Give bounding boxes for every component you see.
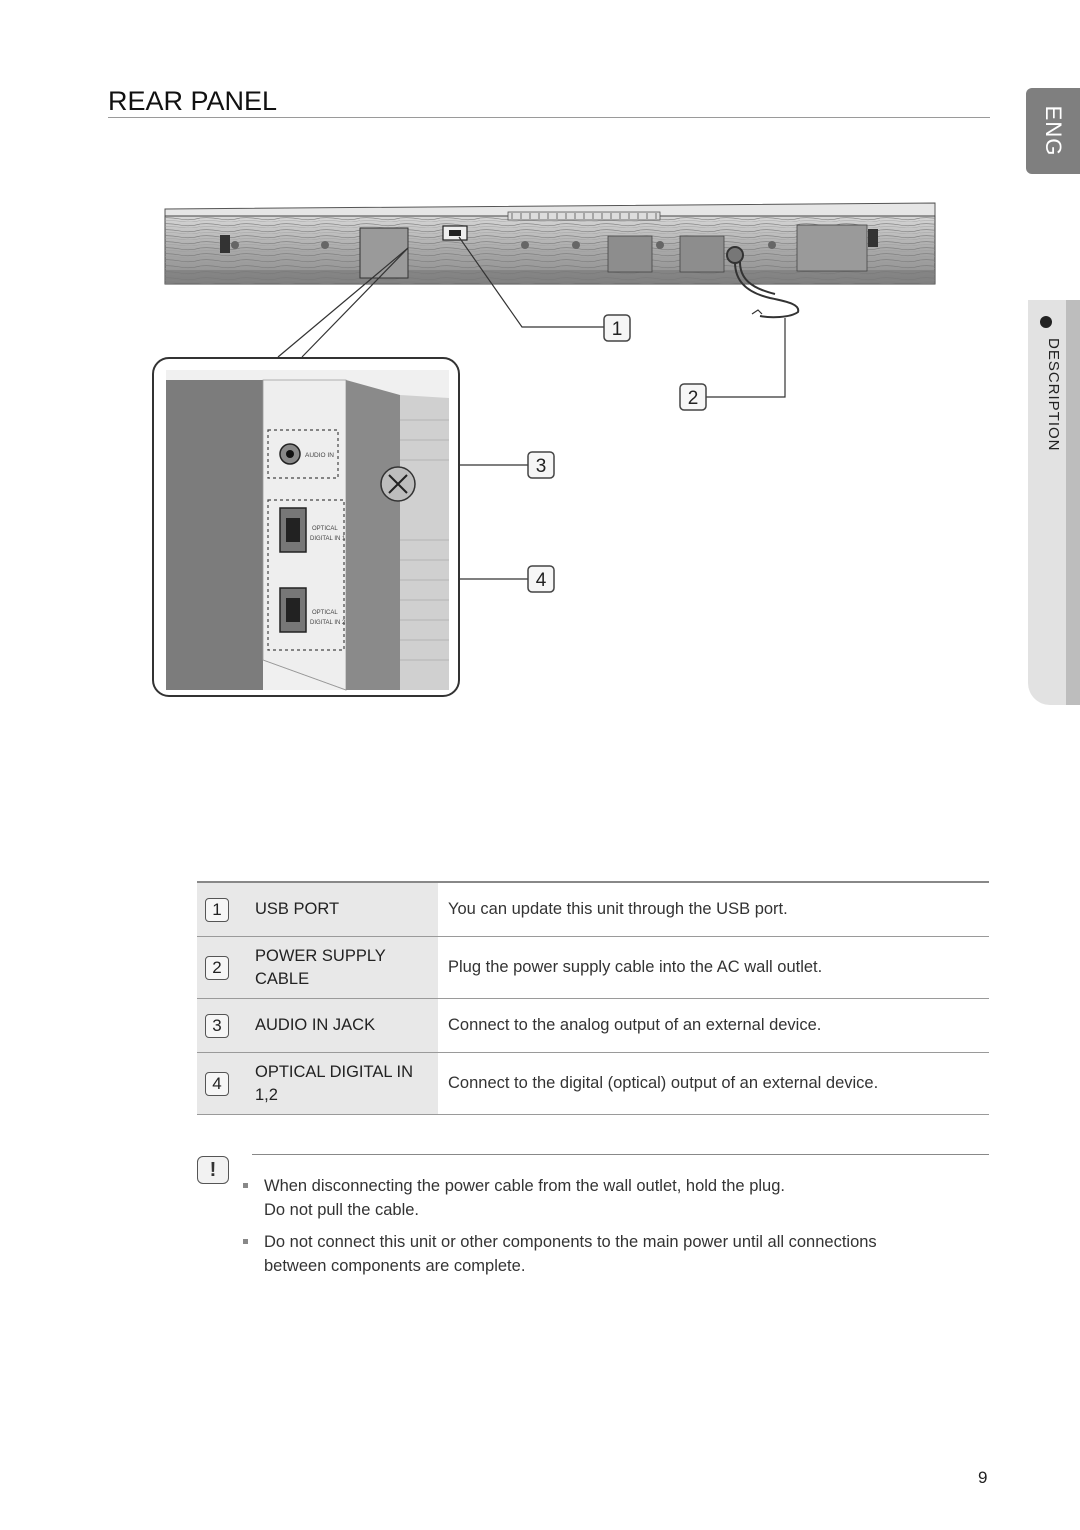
zoom-inset: AUDIO IN OPTICAL DIGITAL IN 1 OPTICAL DI… [152,357,460,697]
row-name: AUDIO IN JACK [255,1016,376,1034]
screw-slot [388,474,408,494]
row-label-cell: 4 OPTICAL DIGITAL IN 1,2 [197,1053,438,1114]
input-recess [359,227,409,279]
audio-in-highlight [267,429,339,479]
row-name: OPTICAL DIGITAL IN 1,2 [255,1062,413,1104]
row-label-cell: 3 AUDIO IN JACK [197,999,438,1052]
optical-in-1-label-line1: OPTICAL [312,526,338,532]
callout-3: 3 [527,451,555,479]
callout-4-number: 4 [536,570,547,591]
screw-hole [656,241,664,249]
rear-panel-illustration: AUDIO IN OPTICAL DIGITAL IN 1 OPTICAL DI… [152,202,936,697]
title-divider [108,117,990,118]
section-tab: DESCRIPTION [1028,300,1080,705]
row-number-badge: 4 [205,1071,229,1096]
rear-clip-left [220,235,230,253]
optical-in-1-label-line2: DIGITAL IN 1 [310,536,346,542]
bullet-dot-icon [1040,316,1052,328]
screw-hole [321,241,329,249]
rear-recess [679,235,725,273]
row-description: Connect to the analog output of an exter… [448,1016,822,1034]
table-row: 2 POWER SUPPLY CABLE Plug the power supp… [197,937,989,999]
audio-in-port-label: AUDIO IN [305,452,334,459]
rear-clip-right [868,229,878,247]
optical-in-highlight [267,499,345,651]
rear-recess [607,235,653,273]
usb-port-icon [442,225,468,241]
vent-grille [507,211,661,221]
callout-1-number: 1 [612,319,623,340]
callout-2: 2 [679,383,707,411]
row-label-cell: 2 POWER SUPPLY CABLE [197,937,438,998]
caution-icon: ! [197,1156,229,1184]
page-number: 9 [978,1468,988,1487]
callout-2-number: 2 [688,388,699,409]
notes-divider [252,1154,989,1155]
optical-in-1-hole [286,518,300,542]
row-description: Connect to the digital (optical) output … [448,1074,879,1092]
notes-list: When disconnecting the power cable from … [243,1174,963,1286]
callout-1: 1 [603,314,631,342]
note-item: When disconnecting the power cable from … [243,1174,963,1222]
screw-hole [768,241,776,249]
note-item: Do not connect this unit or other compon… [243,1230,963,1278]
screw-hole [521,241,529,249]
section-tab-strip [1066,300,1080,705]
power-cable [726,246,800,319]
bullet-square-icon [243,1183,248,1188]
row-description: Plug the power supply cable into the AC … [448,958,823,976]
row-number-badge: 3 [205,1013,229,1038]
note-text: When disconnecting the power cable from … [264,1177,785,1219]
row-description: You can update this unit through the USB… [448,900,788,918]
screw-hole [572,241,580,249]
callout-3-number: 3 [536,456,547,477]
language-tab: ENG [1026,88,1080,174]
screw-hole [231,241,239,249]
row-name: POWER SUPPLY CABLE [255,946,386,988]
table-row: 3 AUDIO IN JACK Connect to the analog ou… [197,999,989,1053]
row-number-badge: 1 [205,897,229,922]
row-name: USB PORT [255,900,340,918]
optical-in-2-icon [279,587,307,633]
row-label-cell: 1 USB PORT [197,883,438,936]
optical-in-2-label-line2: DIGITAL IN 2 [310,620,346,626]
audio-in-jack-hole [286,450,294,458]
specifications-table: 1 USB PORT You can update this unit thro… [197,881,989,1115]
table-row: 1 USB PORT You can update this unit thro… [197,883,989,937]
section-tab-label: DESCRIPTION [1045,338,1062,452]
row-number-badge: 2 [205,955,229,980]
bullet-square-icon [243,1239,248,1244]
callout-4: 4 [527,565,555,593]
table-row: 4 OPTICAL DIGITAL IN 1,2 Connect to the … [197,1053,989,1115]
note-text: Do not connect this unit or other compon… [264,1233,877,1275]
optical-in-2-hole [286,598,300,622]
optical-in-2-label-line1: OPTICAL [312,610,338,616]
page-title: REAR PANEL [108,86,278,116]
rear-recess [796,224,868,272]
